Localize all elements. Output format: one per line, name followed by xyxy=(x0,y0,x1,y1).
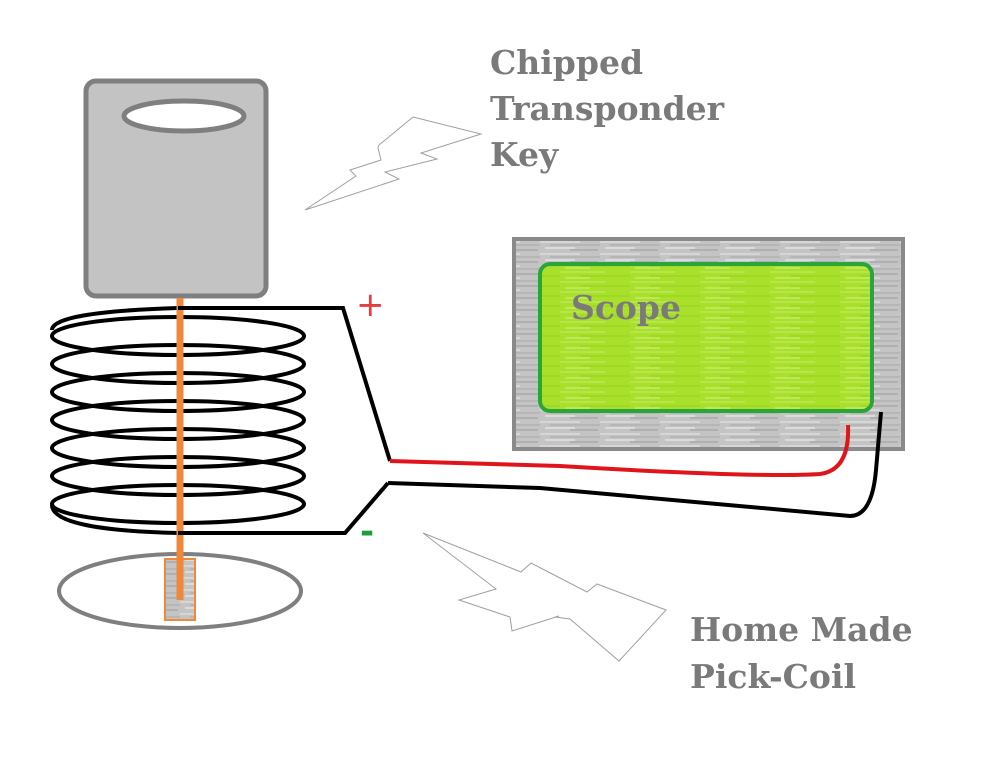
transponder-key xyxy=(83,78,269,299)
coil-turn xyxy=(50,504,179,535)
key-ring-hole xyxy=(121,98,247,134)
pick-coil-label: Home Made Pick-Coil xyxy=(690,606,913,700)
positive-terminal-sign: + xyxy=(356,285,385,325)
negative-terminal-sign: - xyxy=(360,512,375,552)
transponder-key-label: Chipped Transponder Key xyxy=(490,40,724,178)
label-line: Chipped xyxy=(490,43,644,82)
lightning-bolt-icon xyxy=(304,116,483,211)
key-body xyxy=(83,78,269,299)
label-line: Home Made xyxy=(690,610,913,649)
lightning-bolt-icon xyxy=(422,532,667,662)
probe-wire-black xyxy=(387,411,883,519)
label-line: Key xyxy=(490,135,559,174)
label-line: Pick-Coil xyxy=(690,657,857,696)
coil-turn xyxy=(50,306,179,331)
oscilloscope xyxy=(512,237,905,451)
coil-lead-positive xyxy=(178,306,392,462)
probe-wire-red xyxy=(389,424,851,477)
label-line: Transponder xyxy=(490,89,725,128)
coil-lead-negative xyxy=(178,481,390,535)
scope-screen xyxy=(538,262,874,413)
scope-label: Scope xyxy=(571,288,682,327)
